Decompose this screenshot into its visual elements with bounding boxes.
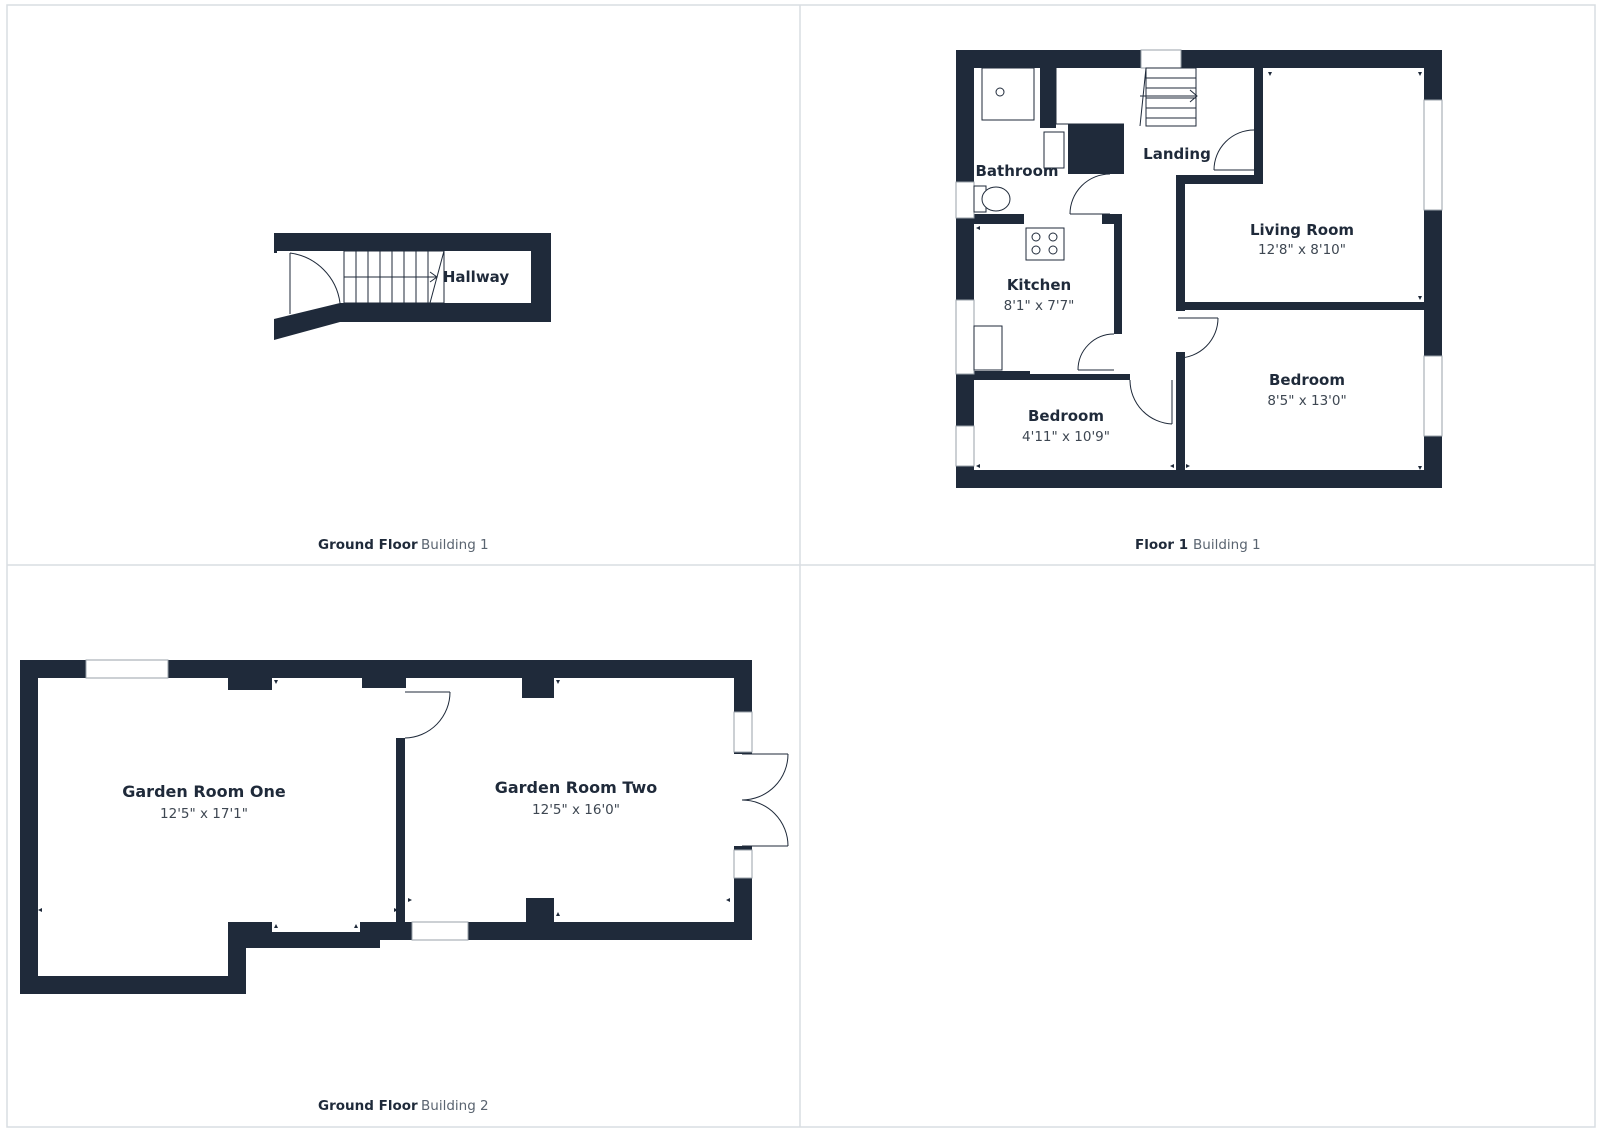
plan-ground-floor-building-2: Garden Room One 12'5" x 17'1" Garden Roo…: [20, 659, 789, 1114]
measure-ticks: [976, 72, 1422, 470]
room-dimensions: 8'1" x 7'7": [1004, 298, 1075, 314]
basin: [1043, 131, 1065, 169]
room-dimensions: 12'5" x 16'0": [532, 802, 620, 818]
room-label: Hallway: [443, 268, 509, 286]
shower-tray: [981, 67, 1035, 121]
room-label: Living Room: [1250, 221, 1354, 239]
room-label: Bedroom: [1028, 407, 1104, 425]
doors: [1069, 129, 1255, 425]
room-dimensions: 4'11" x 10'9": [1022, 429, 1110, 445]
entrance-door: [289, 252, 341, 314]
building-label: Building 2: [421, 1098, 489, 1114]
room-label: Landing: [1143, 145, 1211, 163]
room-dimensions: 12'5" x 17'1": [160, 806, 248, 822]
stairs: [343, 250, 445, 304]
building-label: Building 1: [1193, 537, 1261, 553]
hob: [1025, 227, 1065, 261]
measure-ticks: [38, 680, 730, 928]
walls: [20, 660, 752, 994]
room-dimensions: 12'8" x 8'10": [1258, 242, 1346, 258]
floor-label: Floor 1: [1135, 537, 1188, 553]
room-label: Kitchen: [1007, 276, 1071, 294]
doors: [404, 691, 789, 847]
sink: [973, 325, 1003, 371]
toilet: [981, 186, 1011, 212]
stairs: [1055, 67, 1198, 127]
building-label: Building 1: [421, 537, 489, 553]
walls: [274, 233, 551, 340]
room-label: Bathroom: [975, 162, 1058, 180]
room-label: Garden Room Two: [495, 778, 658, 797]
plan-ground-floor-building-1: Hallway Ground Floor Building 1: [274, 233, 551, 553]
floor-label: Ground Floor: [318, 537, 418, 553]
plan-floor-1-building-1: Bathroom Landing Living Room 12'8" x 8'1…: [955, 49, 1443, 553]
floor-label: Ground Floor: [318, 1098, 418, 1114]
room-dimensions: 8'5" x 13'0": [1267, 393, 1346, 409]
fixtures: [973, 67, 1065, 371]
windows: [955, 49, 1443, 467]
room-label: Garden Room One: [122, 782, 286, 801]
windows: [85, 659, 753, 941]
room-label: Bedroom: [1269, 371, 1345, 389]
panel-grid: [6, 4, 1596, 1128]
